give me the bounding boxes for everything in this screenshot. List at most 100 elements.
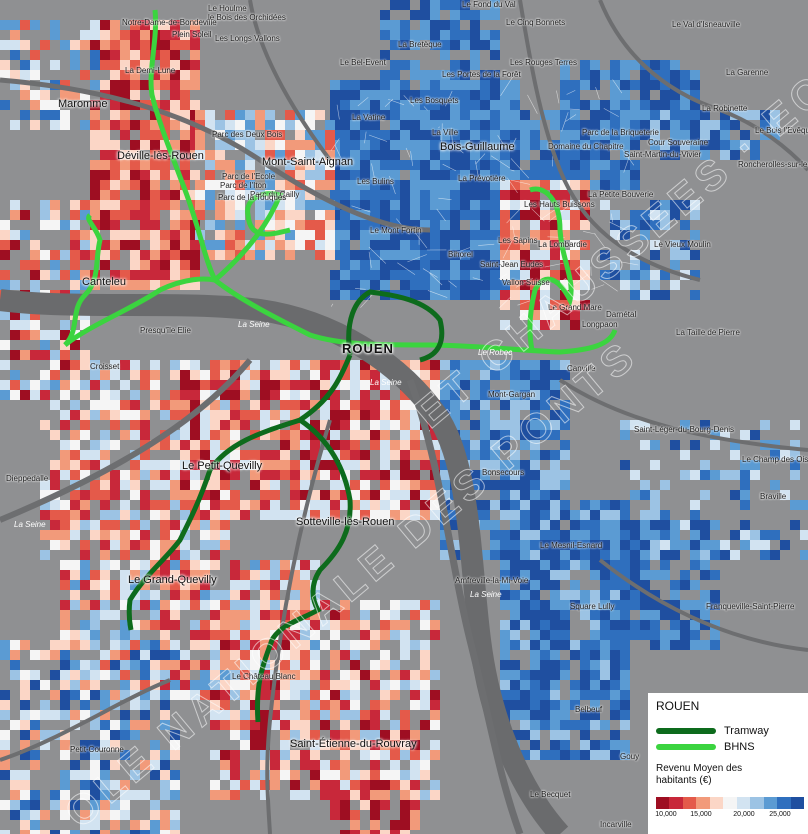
income-cell: [100, 590, 110, 600]
income-cell: [305, 240, 315, 250]
income-cell: [570, 510, 580, 520]
income-cell: [140, 20, 150, 30]
income-cell: [280, 710, 290, 720]
income-cell: [440, 470, 450, 480]
income-cell: [760, 120, 770, 130]
income-cell: [510, 410, 520, 420]
income-cell: [650, 620, 660, 630]
income-cell: [120, 670, 130, 680]
ramp-tick-label: 10,000: [655, 811, 677, 818]
place-label-la-seine-2: La Seine: [370, 378, 402, 387]
income-cell: [315, 160, 325, 170]
income-cell: [670, 600, 680, 610]
income-cell: [240, 590, 250, 600]
tram-line-south[interactable]: [254, 417, 353, 723]
income-cell: [260, 400, 270, 410]
income-cell: [370, 660, 380, 670]
income-cell: [630, 470, 640, 480]
income-cell: [640, 80, 650, 90]
income-cell: [730, 120, 740, 130]
income-cell: [410, 800, 420, 810]
income-cell: [740, 480, 750, 490]
income-cell: [470, 190, 480, 200]
income-cell: [460, 440, 470, 450]
income-cell: [560, 590, 570, 600]
income-cell: [470, 130, 480, 140]
income-cell: [600, 520, 610, 530]
tram-line-west[interactable]: [126, 354, 353, 631]
income-cell: [390, 660, 400, 670]
income-cell: [550, 110, 560, 120]
income-cell: [550, 710, 560, 720]
income-cell: [510, 670, 520, 680]
income-cell: [370, 820, 380, 830]
income-cell: [390, 250, 400, 260]
income-cell: [360, 750, 370, 760]
income-cell: [285, 230, 295, 240]
street-line: [591, 284, 605, 290]
income-cell: [360, 360, 370, 370]
income-cell: [580, 190, 590, 200]
income-cell: [250, 640, 260, 650]
income-cell: [480, 510, 490, 520]
income-cell: [330, 650, 340, 660]
income-cell: [650, 490, 660, 500]
income-cell: [580, 650, 590, 660]
place-label-amfreville-la-mi-voie: Amfreville-la-Mi-Voie: [455, 576, 529, 585]
income-cell: [400, 110, 410, 120]
income-cell: [50, 480, 60, 490]
bhns-line-1[interactable]: [148, 9, 618, 355]
income-cell: [100, 380, 110, 390]
income-cell: [400, 630, 410, 640]
income-cell: [260, 740, 270, 750]
income-cell: [430, 160, 440, 170]
income-cell: [660, 520, 670, 530]
income-cell: [610, 550, 620, 560]
income-cell: [600, 620, 610, 630]
income-cell: [570, 680, 580, 690]
income-cell: [20, 320, 30, 330]
income-cell: [490, 240, 500, 250]
bhns-line-2[interactable]: [63, 191, 291, 347]
tram-line-ring[interactable]: [346, 289, 445, 363]
income-cell: [440, 160, 450, 170]
bhns-line-3[interactable]: [63, 213, 103, 347]
legend-bhns-label: BHNS: [724, 741, 755, 753]
income-cell: [250, 720, 260, 730]
income-cell: [160, 720, 170, 730]
income-cell: [120, 60, 130, 70]
income-cell: [440, 190, 450, 200]
income-cell: [150, 650, 160, 660]
income-cell: [560, 230, 570, 240]
income-cell: [140, 190, 150, 200]
income-cell: [180, 600, 190, 610]
street-line: [422, 268, 438, 278]
income-cell: [220, 440, 230, 450]
income-cell: [305, 180, 315, 190]
income-cell: [130, 70, 140, 80]
income-cell: [280, 380, 290, 390]
income-cell: [10, 280, 20, 290]
street-line: [612, 79, 623, 94]
income-cell: [170, 140, 180, 150]
income-cell: [410, 240, 420, 250]
income-cell: [370, 150, 380, 160]
income-cell: [570, 120, 580, 130]
street-line: [611, 213, 613, 223]
income-cell: [560, 670, 570, 680]
income-cell: [40, 730, 50, 740]
income-cell: [420, 180, 430, 190]
income-cell: [320, 470, 330, 480]
income-cell: [570, 210, 580, 220]
income-cell: [360, 790, 370, 800]
income-cell: [550, 660, 560, 670]
income-cell: [80, 200, 90, 210]
bhns-line-4[interactable]: [527, 186, 574, 351]
income-cell: [690, 470, 700, 480]
income-cell: [260, 670, 270, 680]
place-label-petit-couronne: Petit-Couronne: [70, 745, 124, 754]
income-cell: [190, 420, 200, 430]
income-cell: [340, 130, 350, 140]
income-cell: [650, 570, 660, 580]
